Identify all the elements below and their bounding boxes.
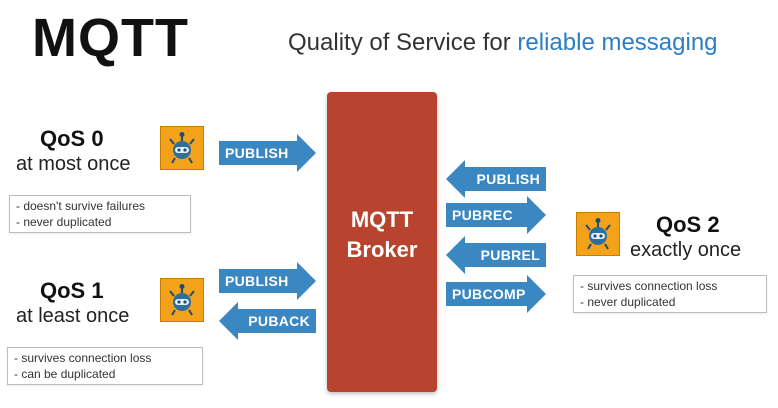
subtitle-highlight: reliable messaging xyxy=(517,29,718,56)
qos0-desc: at most once xyxy=(16,153,131,175)
qos0-client xyxy=(160,126,204,170)
arrow-label: PUBLISH xyxy=(225,145,289,161)
subtitle-prefix: Quality of Service for xyxy=(288,29,518,56)
qos1-puback-arrow: PUBACK xyxy=(219,302,316,340)
broker-label-line1: MQTT xyxy=(350,207,414,232)
mqtt-broker: MQTT Broker xyxy=(327,92,437,392)
qos0-note-1: - doesn't survive failures xyxy=(16,199,146,213)
robot-icon xyxy=(585,218,611,250)
qos2-pubrel-arrow: PUBREL xyxy=(446,236,546,274)
robot-icon xyxy=(169,284,195,316)
arrow-label: PUBCOMP xyxy=(452,286,526,302)
qos1-publish-arrow: PUBLISH xyxy=(219,262,316,300)
robot-icon xyxy=(169,132,195,164)
qos0-note-2: - never duplicated xyxy=(16,215,112,229)
qos1-notes: - survives connection loss - can be dupl… xyxy=(7,347,203,385)
page-title: MQTT xyxy=(32,8,189,68)
qos0-name: QoS 0 xyxy=(40,126,104,151)
qos0-notes: - doesn't survive failures - never dupli… xyxy=(9,195,191,233)
qos2-note-2: - never duplicated xyxy=(580,295,676,309)
qos2-publish-arrow: PUBLISH xyxy=(446,160,546,198)
qos2-pubrec-arrow: PUBREC xyxy=(446,196,546,234)
qos1-name: QoS 1 xyxy=(40,278,104,303)
qos2-client xyxy=(576,212,620,256)
qos1-desc: at least once xyxy=(16,305,130,327)
page-subtitle: Quality of Service for reliable messagin… xyxy=(288,28,718,58)
arrow-label: PUBREL xyxy=(480,247,540,263)
qos2-name: QoS 2 xyxy=(656,212,720,237)
qos1-note-2: - can be duplicated xyxy=(14,367,116,381)
qos1-client xyxy=(160,278,204,322)
qos2-pubcomp-arrow: PUBCOMP xyxy=(446,275,546,313)
arrow-label: PUBLISH xyxy=(225,273,289,289)
broker-label-line2: Broker xyxy=(346,237,418,262)
arrow-label: PUBACK xyxy=(248,313,310,329)
arrow-label: PUBLISH xyxy=(476,171,540,187)
qos2-note-1: - survives connection loss xyxy=(580,279,718,293)
qos2-desc: exactly once xyxy=(630,239,742,261)
qos2-notes: - survives connection loss - never dupli… xyxy=(573,275,767,313)
qos1-note-1: - survives connection loss xyxy=(14,351,152,365)
qos0-publish-arrow: PUBLISH xyxy=(219,134,316,172)
arrow-label: PUBREC xyxy=(452,207,513,223)
